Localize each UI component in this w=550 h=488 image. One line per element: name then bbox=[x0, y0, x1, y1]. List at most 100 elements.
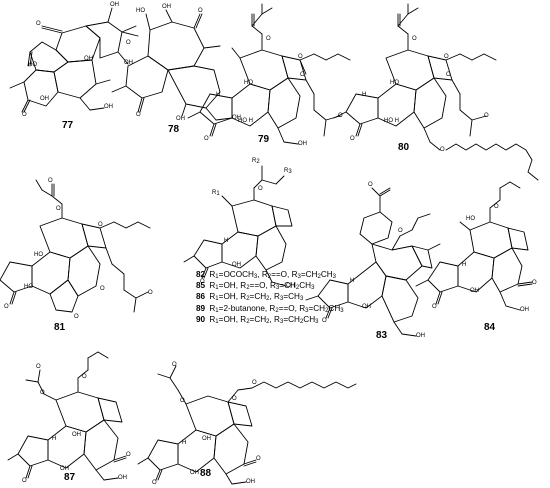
atom-o-84c: O bbox=[532, 280, 537, 286]
structure-88 bbox=[137, 365, 357, 485]
atom-ho-79: HO bbox=[244, 80, 253, 86]
atom-o-87e: O bbox=[126, 452, 131, 458]
atom-oh-77d: OH bbox=[40, 96, 49, 102]
compound-number-88: 88 bbox=[200, 468, 212, 479]
atom-ho-84: HO bbox=[466, 216, 475, 222]
atom-ho-80: HO bbox=[390, 80, 399, 86]
atom-oh-88b: OH bbox=[190, 470, 199, 476]
atom-o-88a: O bbox=[172, 362, 177, 368]
atom-oh-78a: OH bbox=[162, 4, 171, 10]
atom-o-81c: O bbox=[98, 222, 103, 228]
legend-row-90: 90 R1=OH, R2=CH2, R3=CH2CH3 bbox=[196, 314, 319, 325]
atom-oh-88: OH bbox=[202, 436, 211, 442]
atom-o-87b: O bbox=[40, 390, 45, 396]
compound-number-80: 80 bbox=[398, 142, 410, 153]
atom-o-84a: O bbox=[494, 204, 499, 210]
atom-o-79c: O bbox=[300, 72, 305, 78]
atom-o-78b: O bbox=[136, 112, 141, 118]
atom-o-81e: O bbox=[74, 314, 79, 320]
compound-number-87: 87 bbox=[64, 472, 76, 483]
legend-row-82: 82 R1=OCOCH3, R2==O, R3=CH2CH3 bbox=[196, 270, 336, 280]
atom-ho-77a: HO bbox=[28, 62, 37, 68]
atom-o-88f: O bbox=[256, 456, 261, 462]
atom-o-80d: O bbox=[350, 136, 355, 142]
compound-number-83: 83 bbox=[376, 330, 388, 341]
atom-o-77b: O bbox=[126, 40, 131, 46]
atom-oh-77a: OH bbox=[110, 2, 119, 8]
atom-r2: R2 bbox=[252, 158, 260, 165]
substituent-legend: 82 R1=OCOCH3, R2==O, R3=CH2CH3 85 R1=OH,… bbox=[196, 269, 344, 325]
structure-82-90 bbox=[183, 165, 293, 287]
atom-o-83a: O bbox=[368, 182, 373, 188]
atom-oh-88c: OH bbox=[246, 479, 255, 485]
compound-number-77: 77 bbox=[62, 120, 74, 131]
atom-oh-77e: OH bbox=[104, 104, 113, 110]
atom-o-80f: O bbox=[484, 113, 489, 119]
atom-h-82: H bbox=[224, 238, 229, 244]
atom-o-83c: O bbox=[322, 318, 327, 324]
atom-oh-84b: OH bbox=[520, 307, 529, 313]
atom-oh-77c: OH bbox=[124, 60, 133, 66]
structure-81 bbox=[0, 179, 151, 313]
atom-ho-81: HO bbox=[34, 252, 43, 258]
atom-o-81f: O bbox=[100, 286, 105, 292]
compound-number-79: 79 bbox=[258, 134, 270, 145]
structure-80 bbox=[333, 3, 539, 181]
compound-number-81: 81 bbox=[54, 322, 66, 333]
atom-oh-82b: OH bbox=[286, 283, 295, 289]
structure-83 bbox=[305, 187, 441, 337]
atom-o-88c: O bbox=[232, 396, 237, 402]
atom-o-77a: O bbox=[36, 21, 41, 27]
compound-number-84: 84 bbox=[484, 322, 496, 333]
legend-row-89: 89 R1=2-butanone, R2==O, R3=CH2CH3 bbox=[196, 303, 344, 314]
atom-o-83b: O bbox=[398, 228, 403, 234]
atom-o-79b: O bbox=[298, 54, 303, 60]
atom-o-82: O bbox=[258, 186, 263, 192]
atom-ho-78: HO bbox=[136, 8, 145, 14]
atom-ho-80b: HO H bbox=[384, 118, 399, 124]
legend-row-85: 85 R1=OH, R2==O, R3=CH2CH3 bbox=[196, 281, 315, 292]
structure-79 bbox=[187, 3, 351, 145]
atom-ho-81b: HO bbox=[24, 284, 33, 290]
atom-o-79d: O bbox=[204, 136, 209, 142]
structure-87 bbox=[7, 351, 127, 481]
atom-oh-83b: OH bbox=[416, 333, 425, 339]
atom-h-87: H bbox=[52, 436, 57, 442]
atom-oh-78b: OH bbox=[176, 116, 185, 122]
atom-o-84b: O bbox=[432, 304, 437, 310]
atom-o-87a: O bbox=[36, 364, 41, 370]
atom-o-79a: O bbox=[266, 36, 271, 42]
atom-o-80a: O bbox=[412, 36, 417, 42]
atom-r3: R3 bbox=[284, 168, 292, 175]
legend-row-86: 86 R1=OH, R2=CH2, R3=CH3 bbox=[196, 292, 304, 303]
atom-o-78a: O bbox=[198, 8, 203, 14]
atom-o-87c: O bbox=[82, 374, 87, 380]
atom-o-81d: O bbox=[4, 304, 9, 310]
atom-h-83: H bbox=[350, 278, 355, 284]
atom-oh-79: OH bbox=[298, 141, 307, 147]
atom-oh-82: OH bbox=[232, 262, 241, 268]
atom-o-80e: O bbox=[440, 147, 445, 153]
atom-ho-79b: HO H bbox=[238, 118, 253, 124]
atom-o-80b: O bbox=[444, 54, 449, 60]
atom-r1: R1 bbox=[212, 190, 220, 197]
compound-number-78: 78 bbox=[168, 124, 180, 135]
structure-77 bbox=[9, 7, 139, 113]
atom-oh-78c: OH bbox=[232, 115, 241, 121]
atom-o-88d: O bbox=[252, 380, 257, 386]
atom-h-80: H bbox=[362, 92, 367, 98]
atom-oh-84: OH bbox=[470, 288, 479, 294]
atom-oh-83: OH bbox=[362, 304, 371, 310]
atom-h-88: H bbox=[182, 440, 187, 446]
atom-h-84: H bbox=[462, 262, 467, 268]
atom-o-79e: O bbox=[338, 113, 343, 119]
atom-o-80c: O bbox=[446, 72, 451, 78]
structure-84 bbox=[415, 181, 533, 311]
structure-78 bbox=[111, 9, 233, 121]
atom-oh-87: OH bbox=[72, 432, 81, 438]
atom-h-79: H bbox=[216, 92, 221, 98]
atom-o-77c: O bbox=[22, 112, 27, 118]
atom-oh-77b: OH bbox=[84, 56, 93, 62]
atom-o-81g: O bbox=[148, 290, 153, 296]
